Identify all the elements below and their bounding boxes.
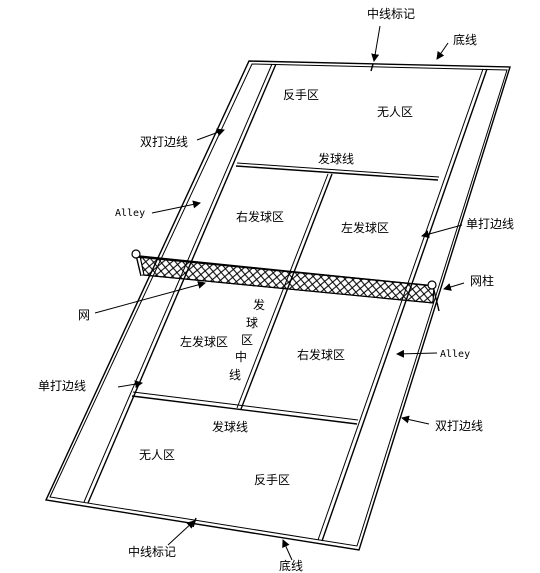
arrow-baseline-bottom [282,539,293,561]
label-right-service-box-top: 右发球区 [236,209,284,224]
arrow-singles-sideline-right [421,224,463,239]
svg-text:区: 区 [241,333,253,347]
label-alley-right: Alley [440,349,470,360]
net-post-left [131,249,142,277]
label-net: 网 [78,308,90,322]
label-service-line-top: 发球线 [318,151,354,166]
center-service-line [240,173,333,410]
label-doubles-sideline-right: 双打边线 [435,419,483,433]
label-backcourt-top: 反手区 [283,88,319,102]
label-center-mark-bottom: 中线标记 [128,544,176,559]
net [137,255,437,304]
svg-text:球: 球 [246,316,258,330]
service-line-top-line [235,165,439,181]
label-left-service-box-top: 左发球区 [341,220,389,235]
arrow-doubles-sideline-right [401,415,430,425]
court-outline [44,60,511,551]
label-singles-sideline-left: 单打边线 [38,379,86,393]
label-no-mans-land-bottom: 无人区 [139,448,175,462]
svg-text:线: 线 [229,368,241,382]
arrow-net-post [443,282,465,291]
service-line-bottom-line [131,395,358,425]
label-baseline-top: 底线 [453,32,477,47]
arrow-doubles-sideline-left [196,128,225,141]
label-alley-left: Alley [115,208,145,219]
arrow-center-mark-bottom [167,520,195,546]
net-post-right [427,280,440,312]
svg-text:发: 发 [253,297,265,312]
singles-sideline-left-line [87,63,277,504]
center-mark-top-line [370,63,374,72]
arrow-singles-sideline-left [117,380,143,389]
svg-text:中: 中 [235,349,247,364]
label-baseline-bottom: 底线 [279,558,303,573]
singles-sideline-right-line [321,68,488,542]
arrow-alley-left [151,200,201,214]
label-right-service-box-bottom: 右发球区 [297,347,345,362]
label-left-service-box-bottom: 左发球区 [180,334,228,349]
label-doubles-sideline-left: 双打边线 [140,135,188,149]
label-center-mark-top: 中线标记 [367,6,415,21]
arrow-alley-right [396,349,438,358]
label-net-post: 网柱 [470,273,494,288]
label-singles-sideline-right: 单打边线 [466,217,514,231]
label-service-center-line: 发 球 区 中 线 [229,297,265,382]
label-service-line-bottom: 发球线 [212,419,248,434]
arrow-baseline-top [436,42,449,60]
annotation-arrows [94,25,465,561]
arrow-center-mark-top [371,25,381,62]
label-backcourt-bottom: 反手区 [254,473,290,487]
arrow-net [94,280,206,314]
label-no-mans-land-top: 无人区 [377,105,413,119]
center-mark-bottom-line [192,517,197,528]
